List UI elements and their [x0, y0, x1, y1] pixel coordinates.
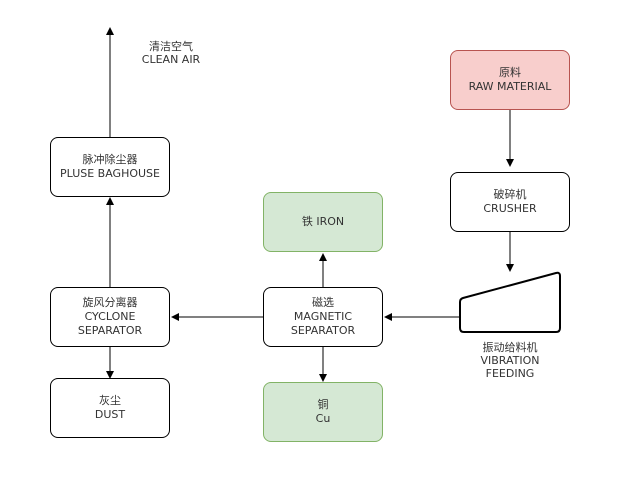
magnetic-en1: MAGNETIC [293, 310, 353, 323]
baghouse-node: 脉冲除尘器 PLUSE BAGHOUSE [50, 137, 170, 197]
clean-air-label: 清洁空气 CLEAN AIR [130, 40, 212, 66]
magnetic-en2: SEPARATOR [290, 324, 356, 337]
baghouse-en: PLUSE BAGHOUSE [59, 167, 160, 180]
vibration-zh: 振动给料机 [482, 341, 538, 354]
copper-zh: 铜 [317, 398, 329, 411]
dust-zh: 灰尘 [99, 394, 121, 407]
clean-air-label-zh: 清洁空气 [149, 40, 193, 53]
vibration-en1: VIBRATION [480, 354, 540, 367]
vibration-feeding-label: 振动给料机 VIBRATION FEEDING [465, 341, 555, 380]
copper-en: Cu [315, 412, 331, 425]
cyclone-zh: 旋风分离器 [82, 296, 138, 309]
baghouse-zh: 脉冲除尘器 [82, 153, 138, 166]
vibration-feeder-shape [459, 271, 561, 333]
cyclone-en2: SEPARATOR [77, 324, 143, 337]
iron-label: 铁 IRON [301, 215, 345, 228]
cyclone-en1: CYCLONE [84, 310, 136, 323]
raw-material-en: RAW MATERIAL [468, 80, 552, 93]
magnetic-separator-node: 磁选 MAGNETIC SEPARATOR [263, 287, 383, 347]
raw-material-zh: 原料 [499, 66, 521, 79]
clean-air-label-en: CLEAN AIR [141, 53, 201, 66]
copper-node: 铜 Cu [263, 382, 383, 442]
crusher-zh: 破碎机 [493, 188, 527, 201]
vibration-en2: FEEDING [485, 367, 535, 380]
dust-en: DUST [94, 408, 126, 421]
crusher-en: CRUSHER [483, 202, 537, 215]
iron-node: 铁 IRON [263, 192, 383, 252]
raw-material-node: 原料 RAW MATERIAL [450, 50, 570, 110]
cyclone-separator-node: 旋风分离器 CYCLONE SEPARATOR [50, 287, 170, 347]
crusher-node: 破碎机 CRUSHER [450, 172, 570, 232]
dust-node: 灰尘 DUST [50, 378, 170, 438]
magnetic-zh: 磁选 [312, 296, 334, 309]
